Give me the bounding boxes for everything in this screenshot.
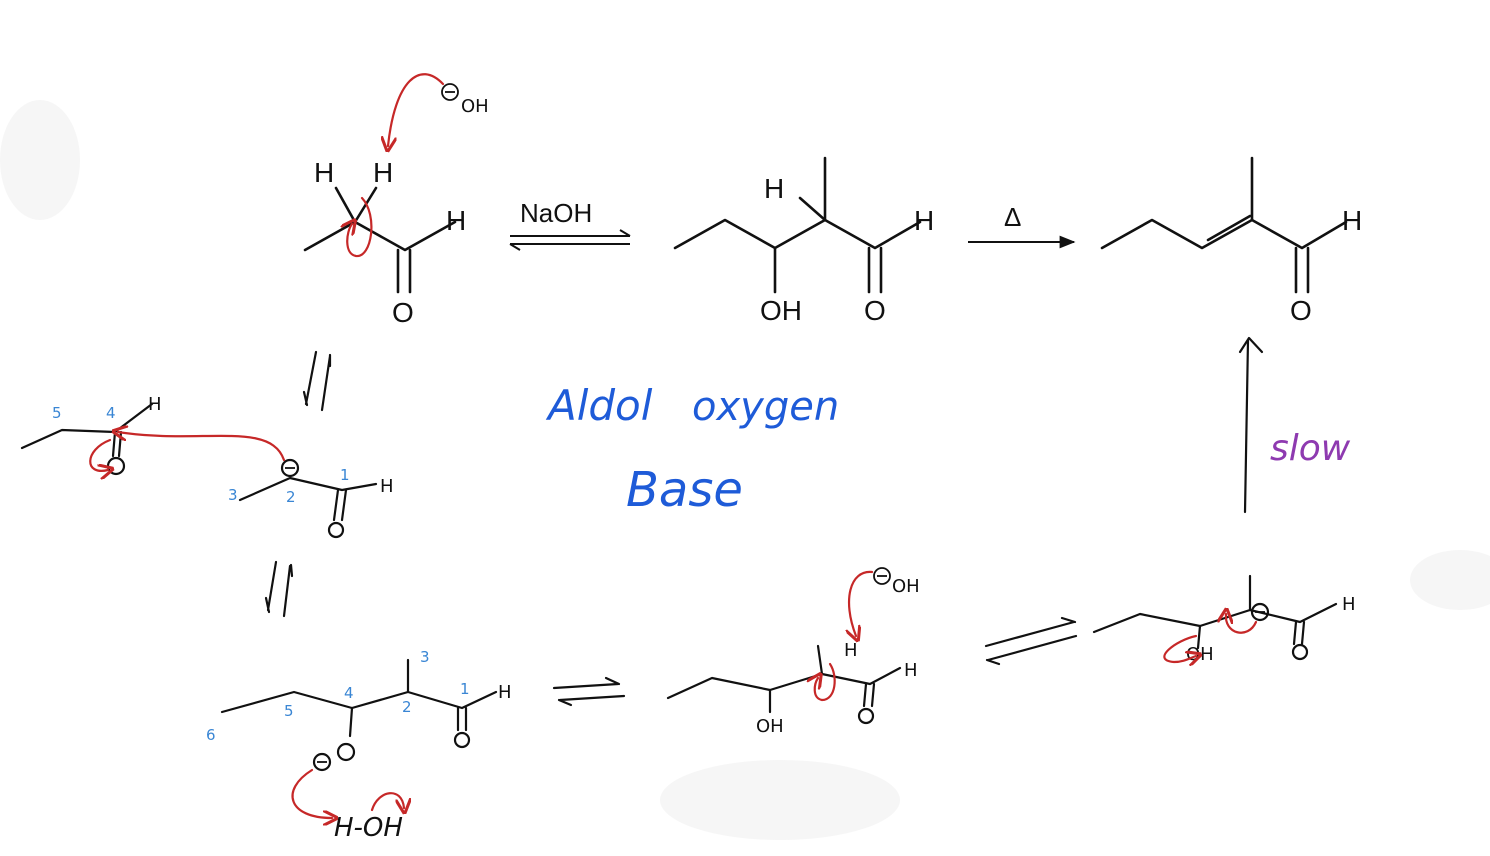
h-aldehyde: H — [1342, 594, 1356, 615]
h-aldehyde: H — [904, 660, 918, 681]
carbon-number-4: 4 — [106, 404, 116, 422]
h-aldehyde: H — [498, 682, 512, 703]
equilibrium-naoh: NaOH — [509, 198, 631, 251]
carbon-number-3: 3 — [420, 648, 430, 666]
background-smudges — [0, 100, 1490, 840]
annotation-aldol: Aldol — [545, 381, 653, 430]
curved-arrow-carbanion-to-pi — [1226, 614, 1258, 634]
equilibrium-bottom-left — [552, 676, 626, 707]
leaving-hydroxyl: OH — [1186, 644, 1214, 665]
h-enolate: H — [380, 476, 394, 497]
curved-arrow-carbonyl-to-o — [89, 438, 110, 471]
mechanism-deprotonation-step: OH H H OH — [666, 567, 920, 737]
curved-arrow-enolate-attack — [118, 432, 286, 462]
water-molecule: H-OH — [334, 813, 403, 843]
equilibrium-down-2 — [264, 560, 294, 618]
curved-arrow-base-to-h — [388, 73, 445, 146]
mechanism-enolate-step: 5 4 H 3 2 1 H — [20, 394, 394, 539]
handwritten-annotations: Aldol oxygen Base slow — [545, 381, 1351, 518]
curved-arrow-ho-bond — [370, 792, 404, 810]
carbon-number-5: 5 — [52, 404, 62, 422]
curved-arrow-ch-bond — [815, 662, 836, 702]
equilibrium-bottom-right — [984, 616, 1078, 666]
carbon-number-1: 1 — [460, 680, 470, 698]
reactant-propanal: H H H O OH — [303, 73, 489, 328]
h-electrophile: H — [148, 394, 162, 415]
enal-product: H O — [1100, 156, 1362, 326]
heat-symbol: Δ — [1004, 202, 1021, 232]
hydroxyl-group: OH — [756, 716, 784, 737]
atom-h-aldehyde: H — [1342, 205, 1362, 236]
carbon-number-5: 5 — [284, 702, 294, 720]
atom-h-alpha: H — [764, 173, 784, 204]
curved-arrow-co-bond-break — [1163, 634, 1196, 662]
atom-h-left: H — [314, 157, 334, 188]
annotation-slow: slow — [1270, 428, 1351, 469]
carbon-number-4: 4 — [344, 684, 354, 702]
atom-h-aldehyde: H — [446, 205, 466, 236]
annotation-base: Base — [626, 462, 743, 518]
slow-step-arrow — [1238, 336, 1264, 514]
reagent-naoh: NaOH — [520, 198, 592, 228]
curved-arrow-ch-bond — [347, 196, 373, 258]
atom-o-carbonyl: O — [864, 295, 886, 326]
mechanism-elimination-step: H OH — [1092, 574, 1356, 665]
mechanism-alkoxide-step: 6 5 4 2 3 1 H H-OH — [206, 648, 512, 843]
atom-h-right: H — [373, 157, 393, 188]
carbon-number-3: 3 — [228, 486, 238, 504]
heat-arrow: Δ — [968, 202, 1076, 249]
h-alpha: H — [844, 640, 858, 661]
carbon-number-6: 6 — [206, 726, 216, 744]
carbon-number-2: 2 — [286, 488, 296, 506]
hydroxide-label: OH — [461, 96, 489, 117]
carbon-number-2: 2 — [402, 698, 412, 716]
atom-o-carbonyl: O — [392, 297, 414, 328]
annotation-oxygen: oxygen — [692, 384, 839, 430]
hydroxide-label: OH — [892, 576, 920, 597]
curved-arrow-base-to-h — [849, 570, 874, 636]
hydroxide-base: OH — [441, 83, 489, 117]
atom-h-aldehyde: H — [914, 205, 934, 236]
curved-arrow-alkoxide-to-h — [291, 768, 332, 818]
carbon-number-1: 1 — [340, 466, 350, 484]
hydroxyl-group: OH — [760, 295, 802, 326]
equilibrium-down-1 — [302, 350, 332, 412]
atom-o-carbonyl: O — [1290, 295, 1312, 326]
aldol-product: H H OH O — [673, 156, 934, 326]
